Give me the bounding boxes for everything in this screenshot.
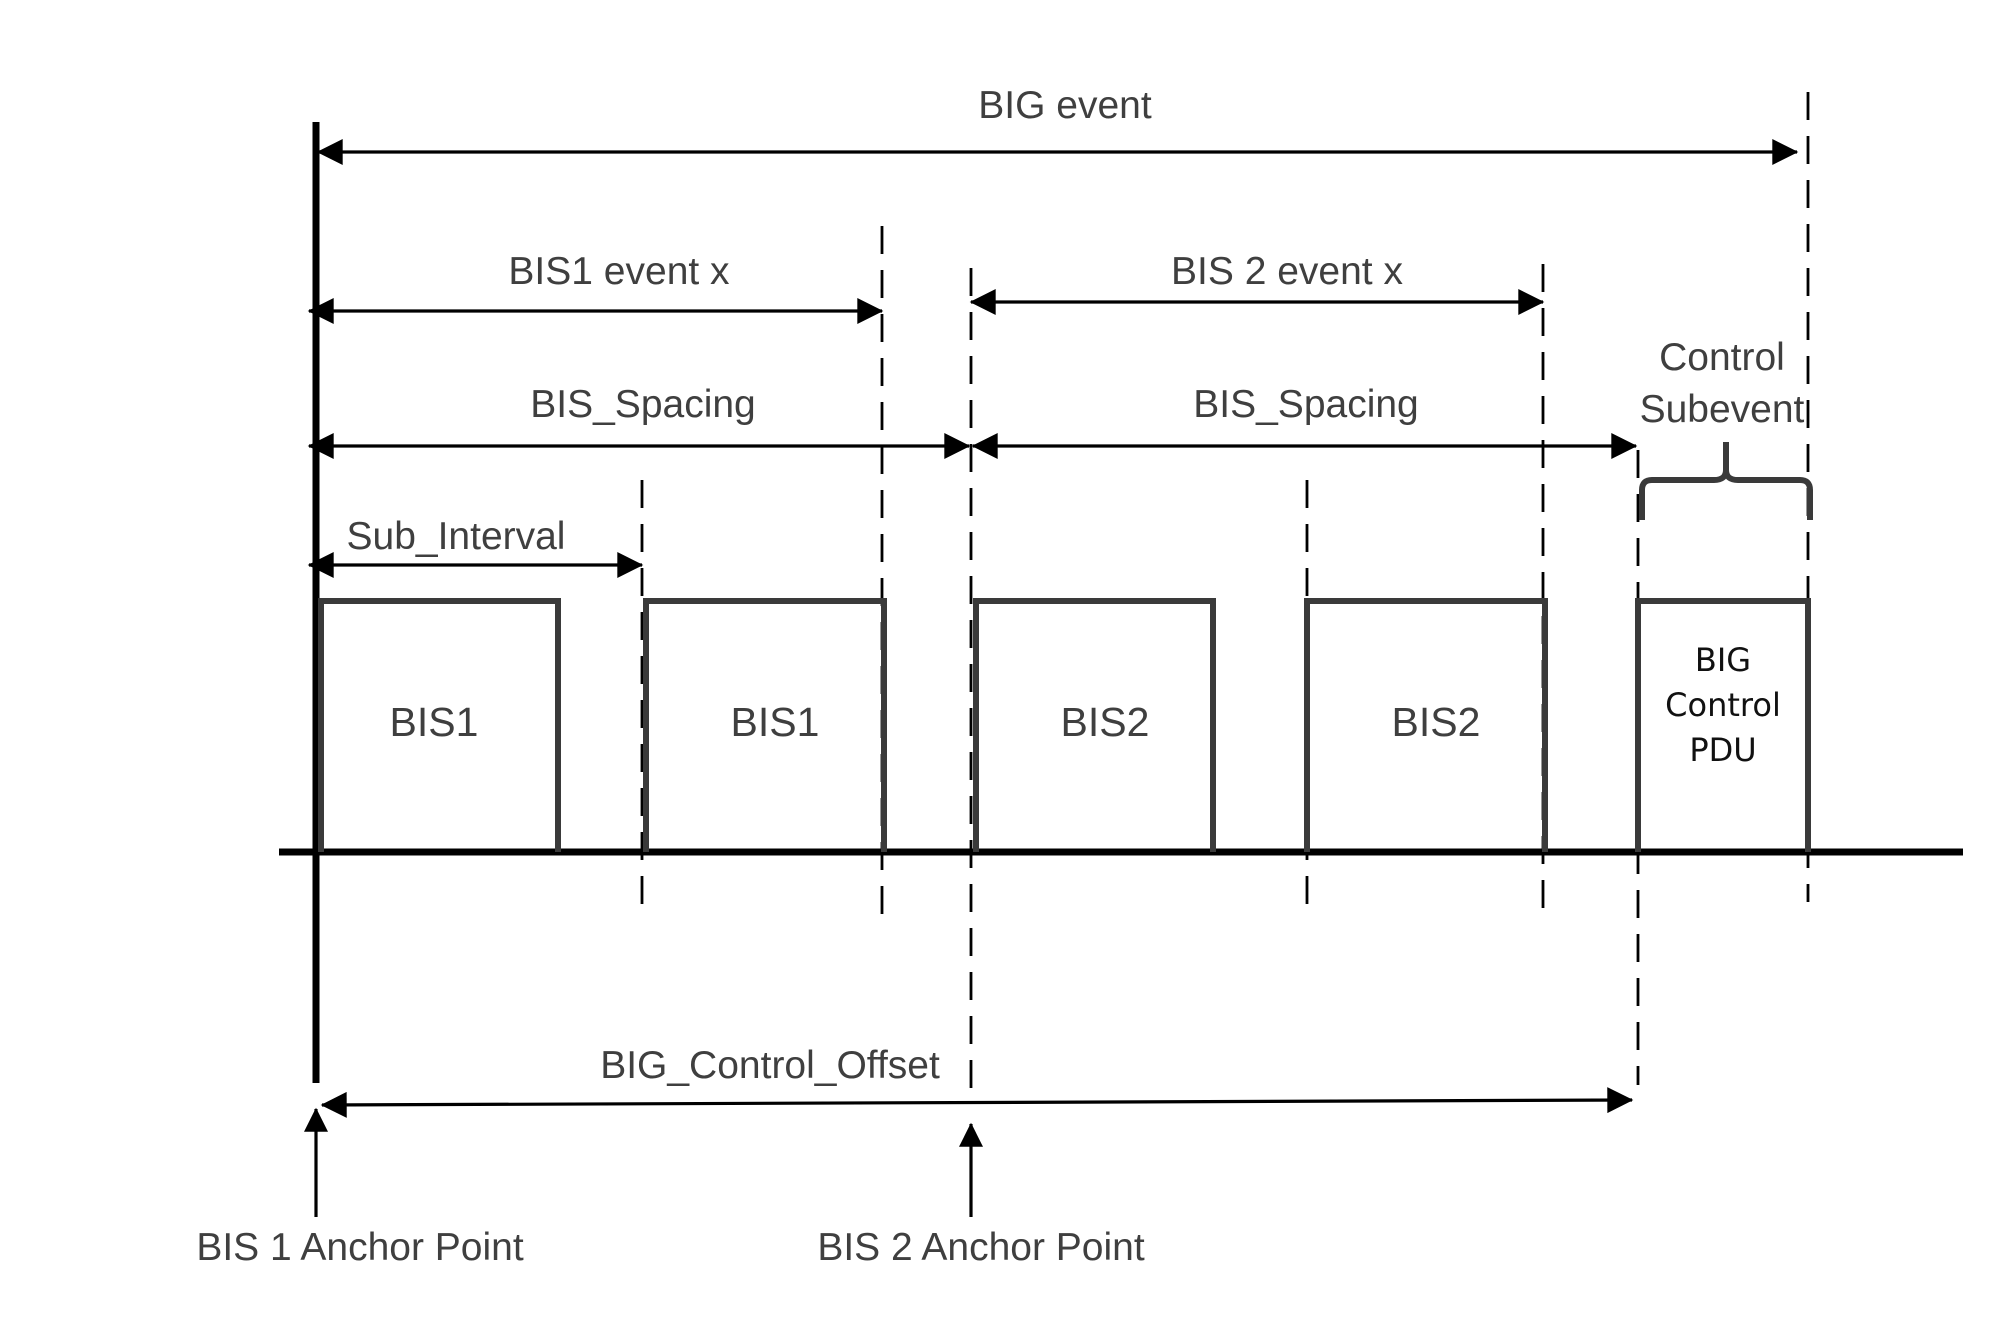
bis-spacing-1-label: BIS_Spacing bbox=[530, 383, 756, 426]
bis-spacing-2-label: BIS_Spacing bbox=[1193, 383, 1419, 426]
bis1-anchor-point-label: BIS 1 Anchor Point bbox=[196, 1226, 524, 1269]
big-control-pdu-label-line2: Control bbox=[1665, 686, 1781, 724]
control-subevent-label-line2: Subevent bbox=[1640, 388, 1805, 431]
bis2-box-2-label: BIS2 bbox=[1392, 699, 1481, 745]
big-event-label: BIG event bbox=[978, 84, 1152, 127]
big-control-pdu-label-line3: PDU bbox=[1689, 731, 1756, 769]
bis1-box-1 bbox=[318, 598, 561, 852]
big-control-offset-label: BIG_Control_Offset bbox=[600, 1044, 940, 1087]
big-control-pdu-label-line1: BIG bbox=[1695, 641, 1751, 679]
bis1-box-1-label: BIS1 bbox=[390, 699, 479, 745]
bis2-box-1 bbox=[973, 598, 1216, 852]
bis1-event-label: BIS1 event x bbox=[508, 250, 730, 293]
control-subevent-brace bbox=[1639, 442, 1813, 520]
bis1-box-2-label: BIS1 bbox=[731, 699, 820, 745]
control-subevent-label-line1: Control bbox=[1659, 336, 1785, 379]
sub-interval-label: Sub_Interval bbox=[347, 515, 566, 558]
big-control-pdu-box bbox=[1635, 598, 1811, 852]
bis1-box-2 bbox=[643, 598, 887, 852]
bis2-anchor-point-label: BIS 2 Anchor Point bbox=[817, 1226, 1145, 1269]
bis2-box-1-label: BIS2 bbox=[1061, 699, 1150, 745]
bis2-event-label: BIS 2 event x bbox=[1171, 250, 1403, 293]
bis2-box-2 bbox=[1304, 598, 1548, 852]
big-control-offset-arrow bbox=[320, 1087, 1634, 1118]
